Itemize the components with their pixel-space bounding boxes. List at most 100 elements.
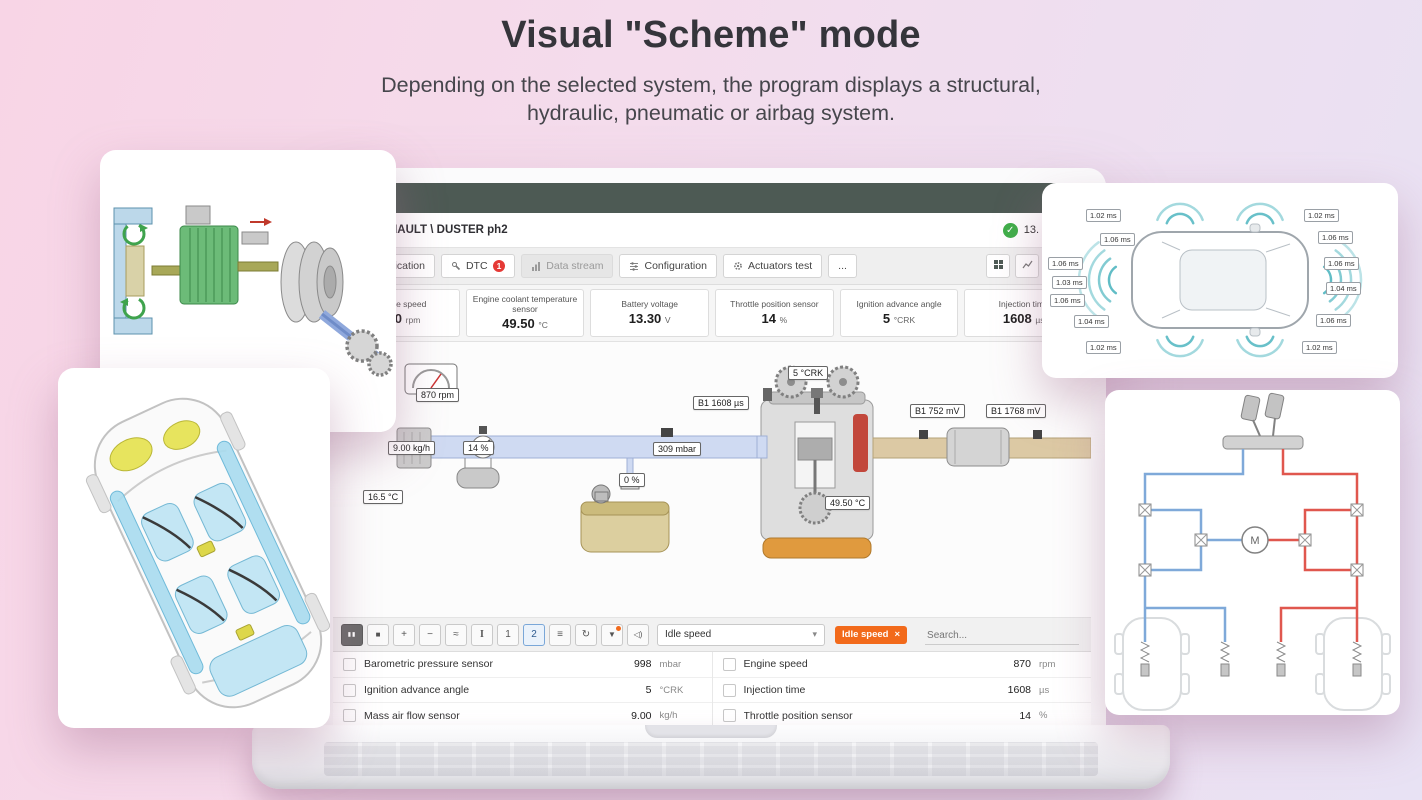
connection-check-icon: ✓ <box>1002 222 1018 238</box>
tab-more[interactable]: ... <box>828 254 857 278</box>
sensor-time-label: 1.02 ms <box>1304 209 1339 222</box>
param-name: Engine speed <box>743 658 808 671</box>
list-view-button[interactable]: ≡ <box>549 623 571 646</box>
table-row[interactable]: Throttle position sensor 14 % <box>713 703 1092 725</box>
param-unit: mbar <box>659 658 682 670</box>
row-checkbox[interactable] <box>343 683 356 697</box>
scheme-label-o2-sensor-1: B1 752 mV <box>910 404 965 418</box>
app-titlebar <box>333 183 1091 213</box>
param-value: 998 <box>633 658 652 671</box>
hydraulic-scheme-card: M <box>1105 390 1400 715</box>
param-name: Mass air flow sensor <box>364 709 460 722</box>
stop-button[interactable]: ■ <box>367 623 389 646</box>
row-checkbox[interactable] <box>722 657 736 671</box>
sensor-name: Ignition advance angle <box>856 299 942 310</box>
sensor-name: Throttle position sensor <box>730 299 819 310</box>
scheme-label-throttle: 14 % <box>463 441 494 455</box>
param-name: Throttle position sensor <box>743 709 853 722</box>
tab-actuators-test[interactable]: Actuators test <box>722 254 823 278</box>
speaker-icon: ◁) <box>633 630 643 639</box>
engine-scheme-illustration <box>396 363 1091 559</box>
app-header: RENAULT \ DUSTER ph2 ✓ 13. <box>333 213 1091 248</box>
smoothing-button[interactable]: ≈ <box>445 623 467 646</box>
zoom-out-button[interactable]: − <box>419 623 441 646</box>
sensor-value: 49.50 <box>502 315 535 331</box>
scheme-label-intake-temp: 16.5 °C <box>363 490 404 504</box>
table-row[interactable]: Engine speed 870 rpm <box>712 652 1091 678</box>
sensor-card-battery-voltage[interactable]: Battery voltage 13.30 V <box>590 289 710 337</box>
param-name: Barometric pressure sensor <box>364 658 493 671</box>
pause-button[interactable]: ▮▮ <box>341 623 363 646</box>
refresh-button[interactable]: ↻ <box>575 623 597 646</box>
page-2-button[interactable]: 2 <box>523 623 545 646</box>
vehicle-breadcrumb: RENAULT \ DUSTER ph2 <box>373 224 508 236</box>
laptop-base <box>252 725 1170 789</box>
table-column-left: Barometric pressure sensor 998 mbar Igni… <box>333 652 713 725</box>
table-row[interactable]: Mass air flow sensor 9.00 kg/h <box>333 703 712 725</box>
row-checkbox[interactable] <box>343 709 356 723</box>
pause-icon: ▮▮ <box>347 632 357 638</box>
sensor-unit: µs <box>1035 314 1045 325</box>
sound-button[interactable]: ◁) <box>627 623 649 646</box>
sensor-time-label: 1.06 ms <box>1324 257 1359 270</box>
signal-bars-icon <box>531 261 541 271</box>
param-unit: kg/h <box>659 710 678 722</box>
app-screen: RENAULT \ DUSTER ph2 ✓ 13. Identificatio… <box>333 183 1091 725</box>
zoom-in-button[interactable]: + <box>393 623 415 646</box>
scheme-label-engine-speed: 870 rpm <box>416 388 460 402</box>
sensor-time-label: 1.06 ms <box>1316 314 1351 327</box>
filter-funnel-icon: ▼ <box>608 630 616 639</box>
row-checkbox[interactable] <box>343 657 356 671</box>
sensor-unit: rpm <box>405 314 421 325</box>
scheme-view-button[interactable] <box>986 254 1010 278</box>
subtitle-line-2: hydraulic, pneumatic or airbag system. <box>526 101 896 126</box>
sensor-name: Engine speed <box>374 299 427 310</box>
interval-button[interactable]: I <box>471 623 493 646</box>
sensor-time-label: 1.06 ms <box>1318 231 1353 244</box>
sensor-card-coolant-temp[interactable]: Engine coolant temperature sensor 49.50 … <box>465 289 585 337</box>
airbag-scheme-card <box>58 368 330 728</box>
sensor-card-throttle-position[interactable]: Throttle position sensor 14 % <box>715 289 834 337</box>
tab-label: Configuration <box>644 260 707 272</box>
sensor-time-label: 1.02 ms <box>1302 341 1337 354</box>
filter-button[interactable]: ▼ <box>601 623 623 646</box>
view-switchers <box>986 254 1039 278</box>
engine-block-illustration <box>756 365 874 559</box>
chart-view-button[interactable] <box>1015 254 1039 278</box>
sensor-time-label: 1.06 ms <box>1050 294 1085 307</box>
param-unit: % <box>1039 710 1048 722</box>
sensor-unit: °CRK <box>893 314 916 325</box>
row-checkbox[interactable] <box>722 683 736 697</box>
table-column-right: Engine speed 870 rpm Injection time 1608… <box>712 652 1092 725</box>
tab-configuration[interactable]: Configuration <box>619 254 717 278</box>
parking-sensors-scheme-card: 1.02 ms 1.06 ms 1.06 ms 1.03 ms 1.06 ms … <box>1042 183 1398 378</box>
laptop-keyboard <box>324 742 1098 776</box>
sensor-time-label: 1.03 ms <box>1052 276 1087 289</box>
filter-tag-idle-speed[interactable]: Idle speed × <box>835 625 908 644</box>
parameter-group-select[interactable]: Idle speed ▾ <box>657 623 825 646</box>
selected-option: Idle speed <box>665 629 712 640</box>
sensor-card-ignition-advance[interactable]: Ignition advance angle 5 °CRK <box>839 289 959 337</box>
table-row[interactable]: Ignition advance angle 5 °CRK <box>333 678 712 704</box>
close-icon[interactable]: × <box>894 629 901 640</box>
transmission-illustration <box>113 205 393 377</box>
table-row[interactable]: Barometric pressure sensor 998 mbar <box>333 652 712 678</box>
sensor-name: Injection time <box>998 299 1049 310</box>
param-unit: rpm <box>1039 658 1056 670</box>
tab-dtc[interactable]: DTC 1 <box>440 254 516 278</box>
table-row[interactable]: Injection time 1608 µs <box>712 678 1091 704</box>
row-checkbox[interactable] <box>722 709 736 723</box>
tab-data-stream[interactable]: Data stream <box>521 254 614 278</box>
motor-label: M <box>1250 535 1259 547</box>
sensor-unit: V <box>664 314 671 325</box>
refresh-icon: ↻ <box>581 629 591 640</box>
search-input[interactable] <box>925 626 1079 645</box>
tab-label: Data stream <box>546 260 604 272</box>
sensor-time-label: 1.06 ms <box>1100 233 1135 246</box>
sensor-unit: % <box>779 314 788 325</box>
stop-icon: ■ <box>375 630 381 639</box>
page-1-button[interactable]: 1 <box>497 623 519 646</box>
scheme-canvas[interactable]: 870 rpm 9.00 kg/h 14 % 16.5 °C 309 mbar … <box>333 342 1091 618</box>
param-unit: °CRK <box>659 684 684 696</box>
